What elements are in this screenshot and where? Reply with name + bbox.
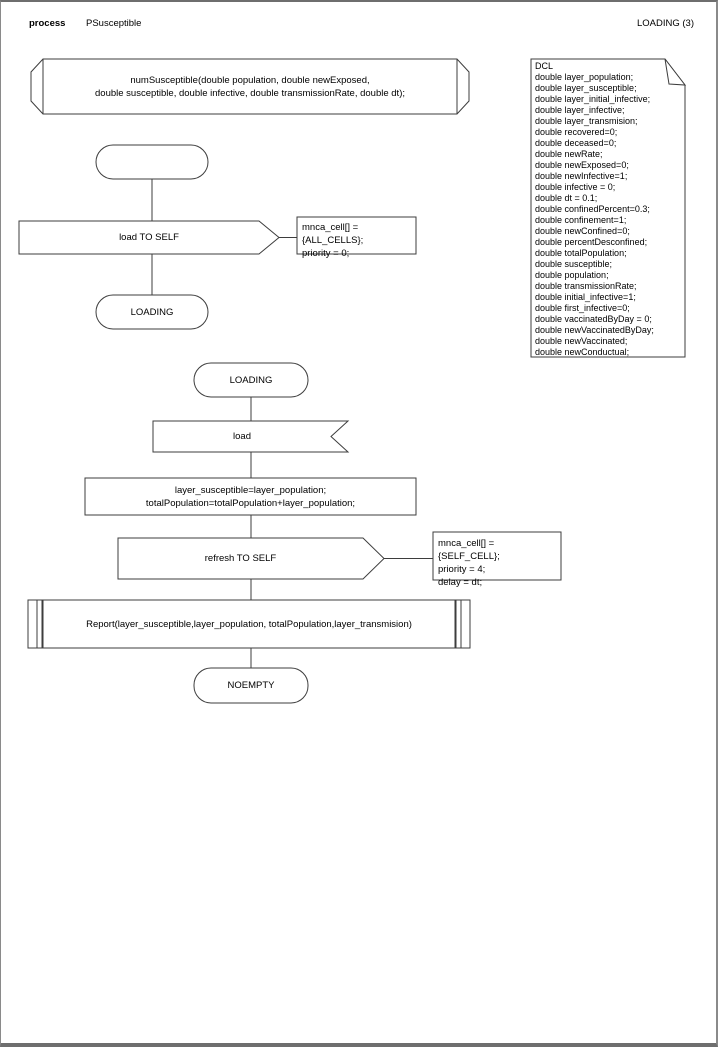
- report-shape[interactable]: [27, 599, 471, 649]
- header-status-label: LOADING (3): [636, 18, 694, 29]
- load-receive-label: load: [233, 431, 251, 442]
- start-state-shape[interactable]: [95, 144, 209, 180]
- dcl-note-fold: [664, 58, 687, 86]
- loading-state-entry-label: LOADING: [229, 374, 273, 386]
- note-load-text: mnca_cell[] = {ALL_CELLS}; priority = 0;: [302, 222, 364, 259]
- loading-state-top-shape[interactable]: [95, 294, 209, 330]
- note-refresh-shape[interactable]: [432, 531, 562, 581]
- header-kind-label: process: [29, 18, 66, 29]
- header-process-name: PSusceptible: [86, 18, 142, 29]
- assign-label: layer_susceptible=layer_population; tota…: [145, 484, 356, 509]
- report-label: Report(layer_susceptible,layer_populatio…: [86, 618, 412, 630]
- note-refresh-text: mnca_cell[] = {SELF_CELL}; priority = 4;…: [438, 538, 500, 588]
- refresh-to-self-label: refresh TO SELF: [204, 553, 277, 564]
- loading-state-top-label: LOADING: [130, 306, 174, 318]
- dcl-title: DCL: [535, 61, 554, 71]
- load-to-self-label: load TO SELF: [119, 232, 179, 243]
- noempty-state-label: NOEMPTY: [227, 680, 275, 691]
- refresh-to-self-shape[interactable]: [117, 537, 385, 580]
- noempty-state-shape[interactable]: [193, 667, 309, 704]
- dcl-note-shape[interactable]: [530, 58, 686, 358]
- dcl-declarations: double layer_population; double layer_su…: [535, 72, 654, 357]
- load-to-self-shape[interactable]: [18, 220, 280, 255]
- signature-label: numSusceptible(double population, double…: [95, 74, 405, 99]
- load-receive-shape[interactable]: [152, 420, 350, 453]
- note-load-shape[interactable]: [296, 216, 417, 255]
